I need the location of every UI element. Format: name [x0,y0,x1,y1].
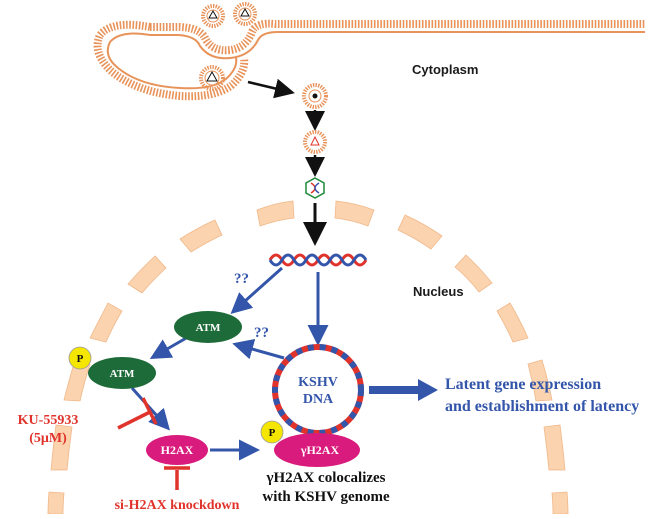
kshv-label-line1: KSHV [298,375,338,390]
virion-2 [233,2,257,26]
h2ax-label: H2AX [161,443,194,457]
circular-kshv-dna [272,344,364,436]
phospho-label-atm: P [77,353,84,365]
phospho-marker-atm [68,346,92,370]
virion-endocytosed [199,65,225,91]
atm-label: ATM [196,322,221,334]
atm-inactive [174,311,242,343]
latency-arrow-head [418,379,438,401]
unknown-link-1: ?? [234,271,249,287]
ku55933-inhibition [117,397,158,430]
kshv-label-line2: DNA [303,392,334,407]
dna-to-atm-arrow [230,266,283,314]
atm-active [88,357,156,389]
gamma-h2ax-label: γH2AX [300,443,340,457]
knockdown-label: si-H2AX knockdown [115,498,240,513]
atm-active-label: ATM [110,368,135,380]
phospho-label-h2ax: P [269,427,276,439]
linear-kshv-dna [268,253,368,267]
inhibitor-line2: (5μM) [29,431,67,446]
phospho-marker-h2ax [260,420,284,444]
cell-membrane [93,19,645,101]
unknown-link-2: ?? [254,325,269,341]
circular-to-atm-arrow [232,338,285,360]
inhibitor-line1: KU-55933 [18,413,79,428]
uncoating-capsid [303,130,327,154]
nuclear-envelope [47,200,569,515]
sihrna-inhibition [164,466,190,490]
virion-1 [201,4,225,28]
latency-line1: Latent gene expression [445,376,601,393]
entry-arrow [247,78,295,99]
gamma-h2ax [274,433,360,467]
h2ax [146,435,208,465]
nucleus-label: Nucleus [413,284,464,299]
atm-activation-arrow [149,335,189,359]
coloc-line2: with KSHV genome [262,489,390,505]
latency-line2: and establishment of latency [445,398,639,415]
coloc-line1: γH2AX colocalizes [265,470,385,486]
endosome [302,83,328,109]
cytoplasm-label: Cytoplasm [412,62,478,77]
capsid-green [305,177,325,199]
